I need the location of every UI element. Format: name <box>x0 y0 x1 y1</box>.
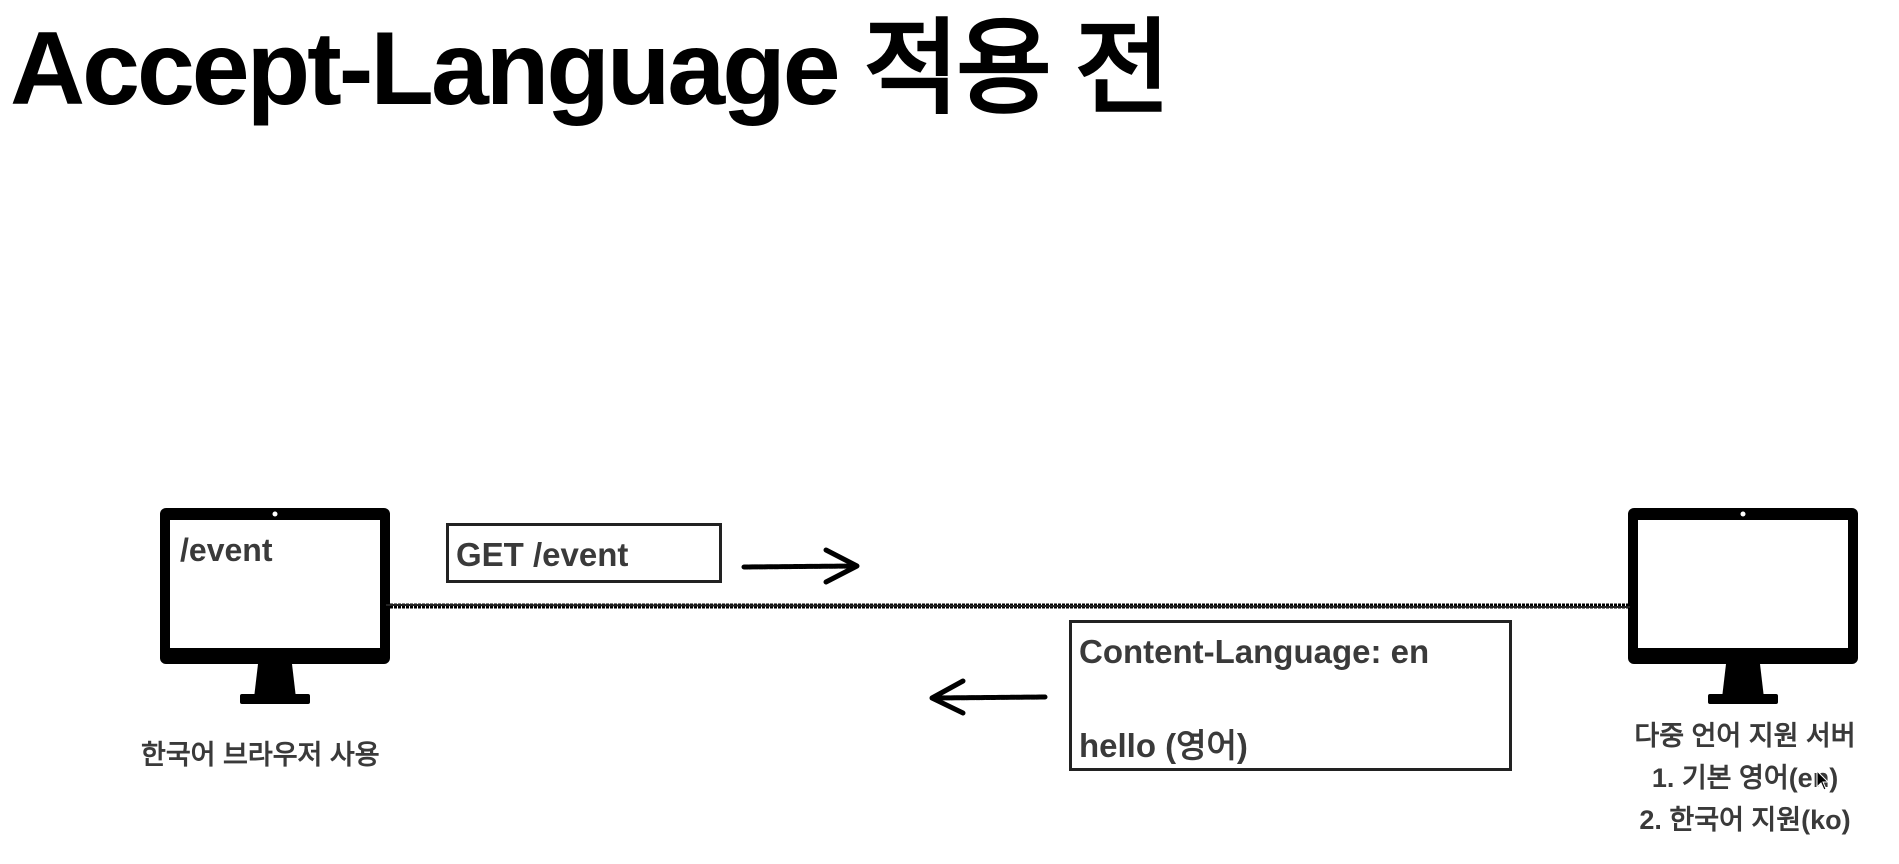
client-monitor-icon <box>158 506 392 706</box>
server-caption: 다중 언어 지원 서버 1. 기본 영어(en) 2. 한국어 지원(ko) <box>1600 715 1890 841</box>
request-label: GET /event <box>456 536 629 573</box>
response-body-line: hello (영어) <box>1079 727 1248 764</box>
response-header-line: Content-Language: en <box>1079 633 1430 670</box>
slide-title: Accept-Language 적용 전 <box>10 11 1170 127</box>
server-monitor-icon <box>1626 506 1860 706</box>
server-caption-line: 1. 기본 영어(en) <box>1651 763 1839 793</box>
server-caption-line: 다중 언어 지원 서버 <box>1634 721 1856 751</box>
request-message-box: GET /event <box>446 523 722 583</box>
server-caption-line: 2. 한국어 지원(ko) <box>1639 805 1851 835</box>
response-message-box: Content-Language: en hello (영어) <box>1069 620 1512 771</box>
arrow-right-icon <box>740 546 862 586</box>
arrow-left-icon <box>927 677 1049 717</box>
connection-line <box>385 597 1631 609</box>
client-screen-url: /event <box>180 532 273 568</box>
mouse-cursor-icon <box>1816 769 1830 792</box>
client-caption: 한국어 브라우저 사용 <box>141 740 380 770</box>
